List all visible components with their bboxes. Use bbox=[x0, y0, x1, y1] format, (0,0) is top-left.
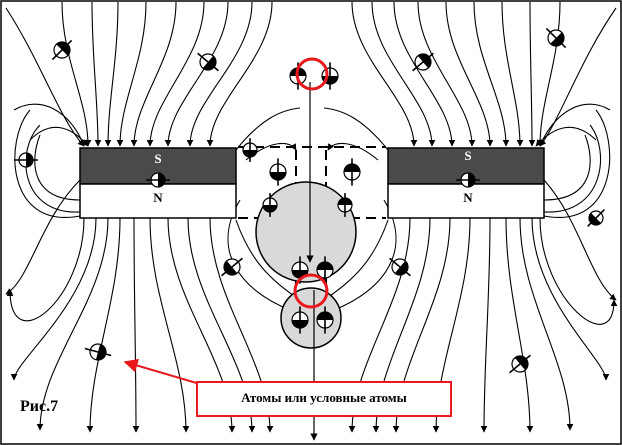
field-line bbox=[91, 1, 102, 147]
lower-large-atom bbox=[280, 287, 342, 349]
field-line bbox=[351, 1, 418, 147]
annotation-box: Атомы или условные атомы bbox=[196, 381, 452, 417]
atom-dipole-icon bbox=[269, 158, 287, 186]
red-circle-highlight-icon bbox=[293, 273, 329, 309]
field-line bbox=[149, 217, 190, 433]
field-line bbox=[132, 217, 140, 433]
atom-dipole-icon bbox=[291, 306, 309, 334]
atom-dipole-icon bbox=[389, 257, 411, 277]
field-line bbox=[13, 103, 85, 147]
atom-dipole-icon bbox=[343, 158, 361, 186]
atom-dipole-icon bbox=[316, 306, 334, 334]
figure-label: Рис.7 bbox=[20, 398, 59, 415]
field-line bbox=[146, 1, 205, 147]
magnet-right-bottom-label: N bbox=[463, 190, 473, 205]
highlights bbox=[293, 57, 329, 309]
field-line bbox=[104, 1, 119, 147]
field-line bbox=[473, 1, 510, 147]
field-line bbox=[206, 1, 273, 147]
field-line bbox=[29, 126, 89, 147]
field-line bbox=[543, 109, 611, 219]
field-line bbox=[86, 217, 121, 433]
magnet-left-n-pole bbox=[79, 183, 237, 219]
field-lines bbox=[5, 1, 618, 433]
atom-dipole-icon bbox=[197, 52, 219, 72]
field-line bbox=[10, 217, 97, 381]
field-line bbox=[445, 1, 494, 147]
field-line bbox=[543, 124, 602, 213]
magnet-right-n-pole bbox=[387, 183, 545, 219]
field-line bbox=[5, 179, 81, 295]
field-line bbox=[327, 142, 379, 161]
atom-dipole-icon bbox=[587, 209, 605, 227]
field-line bbox=[5, 7, 85, 147]
field-line bbox=[536, 1, 561, 147]
field-line bbox=[501, 1, 524, 147]
field-line bbox=[323, 107, 389, 151]
atom-dipole-icon bbox=[262, 193, 278, 217]
field-line bbox=[519, 217, 574, 431]
field-line bbox=[323, 219, 389, 301]
atom-dipole-icon bbox=[316, 256, 334, 284]
annotation-text: Атомы или условные атомы bbox=[241, 390, 407, 405]
atom-dipole-icon bbox=[545, 27, 567, 49]
atoms bbox=[14, 27, 605, 374]
atom-dipole-icon bbox=[412, 52, 434, 72]
field-line bbox=[539, 103, 611, 147]
annotation-pointer bbox=[123, 358, 201, 385]
field-line bbox=[164, 1, 229, 147]
atom-dipole-icon bbox=[509, 354, 531, 374]
field-line bbox=[543, 179, 617, 301]
atom-dipole-icon bbox=[221, 257, 243, 277]
atom-dipole-icon bbox=[337, 193, 353, 217]
field-line bbox=[393, 1, 456, 147]
field-line bbox=[186, 1, 253, 147]
field-line bbox=[539, 217, 618, 325]
atom-dipole-icon bbox=[84, 343, 112, 361]
magnet-right-top-label: S bbox=[464, 148, 472, 163]
field-line bbox=[531, 217, 610, 381]
magnet-left-bottom-label: N bbox=[153, 190, 163, 205]
upper-large-atom bbox=[255, 181, 357, 283]
atom-dipole-icon bbox=[242, 138, 258, 162]
field-line bbox=[371, 1, 436, 147]
field-line bbox=[535, 126, 597, 147]
field-line bbox=[36, 217, 109, 431]
field-line bbox=[505, 217, 534, 433]
atom-dipole-icon bbox=[14, 152, 38, 168]
atom-dipole-icon bbox=[146, 172, 170, 188]
field-line bbox=[130, 1, 177, 147]
field-line bbox=[34, 134, 81, 201]
field-line bbox=[480, 217, 491, 433]
field-line bbox=[14, 109, 81, 219]
field-line bbox=[61, 1, 92, 147]
field-line bbox=[235, 107, 301, 151]
field-line bbox=[116, 1, 147, 147]
atom-dipole-icon bbox=[456, 172, 480, 188]
magnet-left-top-label: S bbox=[154, 151, 162, 166]
field-line bbox=[528, 1, 536, 147]
field-line bbox=[25, 124, 81, 213]
red-circle-highlight-icon bbox=[295, 57, 329, 91]
field-line bbox=[6, 217, 85, 322]
field-line bbox=[235, 219, 301, 301]
central-atoms bbox=[255, 181, 357, 349]
field-line bbox=[543, 134, 591, 201]
atom-dipole-icon bbox=[51, 39, 73, 61]
field-line bbox=[417, 1, 476, 147]
